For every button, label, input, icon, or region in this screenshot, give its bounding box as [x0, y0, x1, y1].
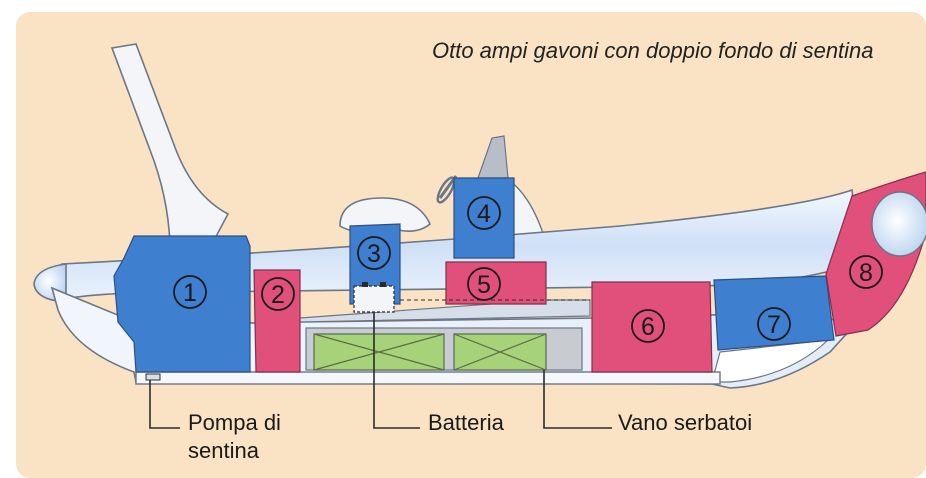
svg-text:6: 6 [641, 313, 655, 341]
battery-box [353, 282, 395, 313]
battery-label: Batteria [428, 410, 505, 435]
pump-leader-line [149, 380, 180, 429]
compartment-5 [445, 261, 547, 305]
pump-label-line2: sentina [188, 438, 260, 463]
radar-arch [110, 43, 230, 245]
tanks-label: Vano serbatoi [618, 410, 752, 435]
compartment-7 [713, 275, 835, 351]
compartment-1 [113, 235, 251, 373]
pump-label: Pompa di [188, 410, 281, 435]
battery-leader-line [373, 312, 420, 429]
compartment-6 [591, 281, 713, 373]
bilge-keel [135, 371, 721, 385]
compartment-number-8: 8 [849, 255, 883, 289]
compartment-number-4: 4 [467, 196, 501, 230]
compartment-number-3: 3 [357, 236, 391, 270]
steering-wheel-icon [436, 175, 458, 204]
compartment-markers: 1 2 3 4 5 6 7 8 [173, 196, 883, 343]
tanks-leader-line [543, 370, 612, 429]
compartment-4 [453, 177, 515, 259]
fuel-tank [453, 333, 547, 371]
compartment-number-6: 6 [631, 309, 665, 343]
svg-text:5: 5 [477, 271, 491, 299]
compartment-2 [253, 269, 301, 373]
compartment-number-5: 5 [467, 267, 501, 301]
svg-text:7: 7 [767, 311, 781, 339]
svg-text:4: 4 [477, 200, 491, 228]
fuel-tank [313, 333, 445, 371]
bilge-pump-marker [145, 373, 161, 381]
svg-text:8: 8 [859, 259, 873, 287]
diagram-title: Otto ampi gavoni con doppio fondo di sen… [432, 38, 874, 63]
hull-shadow [711, 339, 830, 383]
compartment-number-1: 1 [173, 275, 207, 309]
svg-text:3: 3 [367, 240, 381, 268]
svg-text:2: 2 [271, 281, 285, 309]
bow-tube-end [871, 191, 926, 257]
compartment-number-7: 7 [757, 307, 791, 341]
svg-text:1: 1 [183, 279, 197, 307]
compartment-number-2: 2 [261, 277, 295, 311]
